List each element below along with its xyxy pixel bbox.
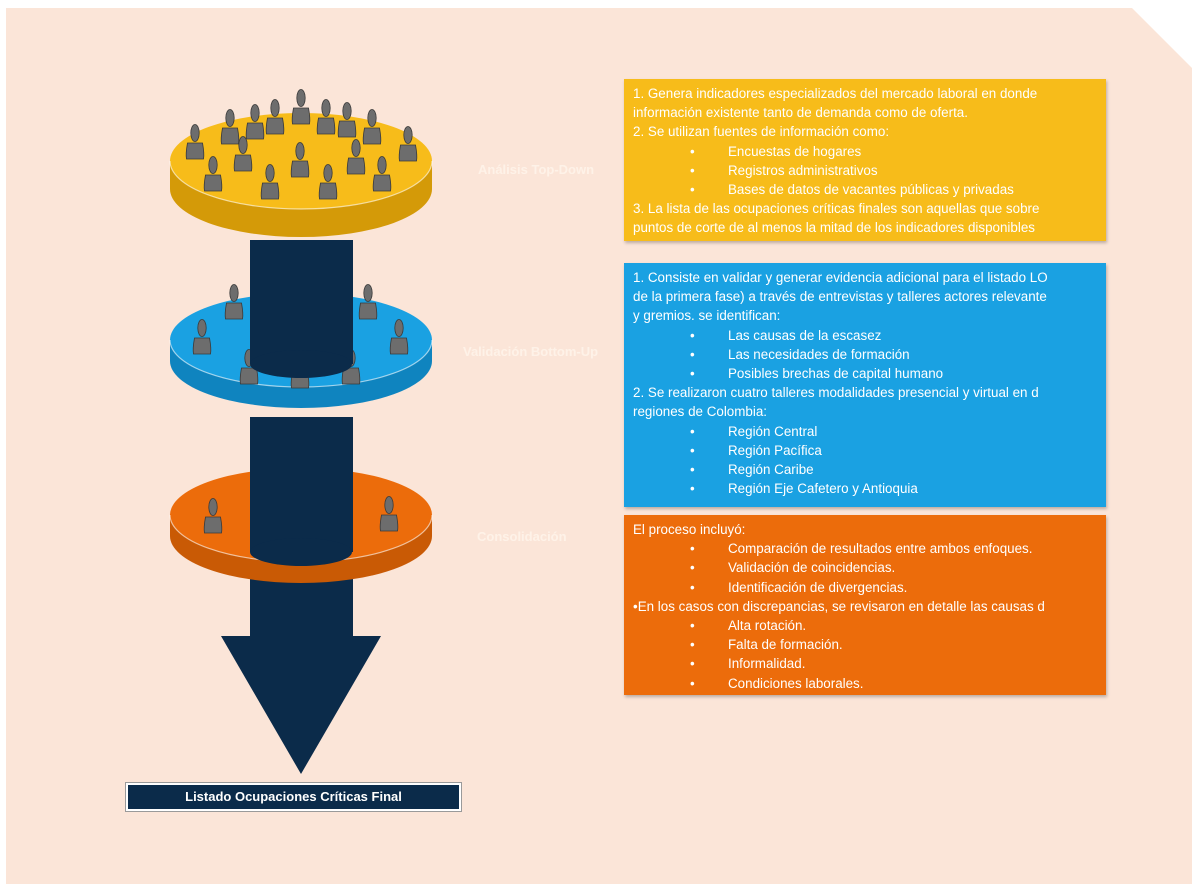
bullet-item: • Informalidad. [633,654,1106,673]
bullet-item: • Región Caribe [633,460,1106,479]
bullet-icon: • [690,675,695,691]
description-box-consolidacion: El proceso incluyó: • Comparación de resul… [624,515,1106,695]
bullet-item: • Encuestas de hogares [633,142,1106,161]
text-line: regiones de Colombia: [633,404,767,420]
stage-label-consolidacion: Consolidación [477,529,567,544]
text-line: 1. Consiste en validar y generar evidenc… [633,270,1048,285]
bullet-text: Informalidad. [728,656,806,672]
bullet-icon: • [690,143,695,159]
bullet-item: • Posibles brechas de capital humano [633,364,1106,383]
bullet-icon: • [690,182,695,198]
bullet-item: • Validación de coincidencias. [633,558,1106,577]
bullet-item: • Alta rotación. [633,616,1106,635]
bullet-text: Las necesidades de formación [728,346,910,362]
bullet-item: • Las causas de la escasez [633,326,1106,345]
text-line: puntos de corte de al menos la mitad de … [633,220,1035,236]
bullet-text: Región Eje Cafetero y Antioquia [728,481,918,497]
bullet-text: Comparación de resultados entre ambos en… [728,541,1033,557]
bullet-item: • Región Central [633,422,1106,441]
text-line: 2. Se utilizan fuentes de información co… [633,124,890,140]
bullet-item: • Región Eje Cafetero y Antioquia [633,479,1106,498]
bullet-text: Las causas de la escasez [728,327,882,343]
text-line: y gremios. se identifican: [633,308,781,324]
bullet-icon: • [690,579,695,595]
arrow-shaft-top [250,240,353,364]
bullet-text: Identificación de divergencias. [728,579,908,595]
arrow-head [221,636,381,774]
bullet-icon: • [690,327,695,343]
bullet-item: • Comparación de resultados entre ambos e… [633,539,1106,558]
bullet-item: • Falta de formación. [633,635,1106,654]
bullet-icon: • [690,423,695,439]
bullet-icon: • [690,656,695,672]
bullet-icon: • [690,442,695,458]
bullet-text: Condiciones laborales. [728,675,864,691]
bullet-text: Registros administrativos [728,162,878,178]
arrow-shaft-middle [250,417,353,552]
bullet-item: • Región Pacífica [633,441,1106,460]
bullet-icon: • [690,481,695,497]
description-box-top-down: 1. Genera indicadores especializados del… [624,79,1106,241]
bullet-icon: • [690,162,695,178]
bullet-icon: • [690,346,695,362]
bullet-item: • Identificación de divergencias. [633,578,1106,597]
description-box-bottom-up: 1. Consiste en validar y generar evidenc… [624,263,1106,507]
text-line: •En los casos con discrepancias, se revi… [633,598,1045,614]
bullet-icon: • [690,366,695,382]
bullet-text: Posibles brechas de capital humano [728,366,944,382]
bullet-text: Validación de coincidencias. [728,560,896,576]
bullet-text: Falta de formación. [728,637,843,653]
bullet-icon: • [690,462,695,478]
final-list-label: Listado Ocupaciones Críticas Final [125,782,462,812]
text-line: de la primera fase) a través de entrevis… [633,289,1047,305]
bullet-icon: • [690,618,695,634]
text-line: información existente tanto de demanda c… [633,105,968,121]
bullet-item: • Las necesidades de formación [633,345,1106,364]
stage-label-bottom-up: Validación Bottom-Up [463,344,599,359]
bullet-icon: • [690,541,695,557]
bullet-item: • Condiciones laborales. [633,674,1106,693]
text-line: El proceso incluyó: [633,522,746,537]
text-line: 3. La lista de las ocupaciones críticas … [633,201,1040,217]
bullet-icon: • [690,560,695,576]
bullet-text: Bases de datos de vacantes públicas y pr… [728,182,1014,198]
bullet-text: Alta rotación. [728,618,807,634]
bullet-text: Región Caribe [728,462,814,478]
bullet-text: Región Central [728,423,818,439]
text-line: 2. Se realizaron cuatro talleres modalid… [633,385,1039,401]
bullet-item: • Bases de datos de vacantes públicas y p… [633,180,1106,199]
bullet-item: • Registros administrativos [633,161,1106,180]
bullet-text: Encuestas de hogares [728,143,862,159]
stage-label-top-down: Análisis Top-Down [478,162,595,177]
text-line: 1. Genera indicadores especializados del… [633,86,1038,101]
bullet-icon: • [690,637,695,653]
bullet-text: Región Pacífica [728,442,822,458]
